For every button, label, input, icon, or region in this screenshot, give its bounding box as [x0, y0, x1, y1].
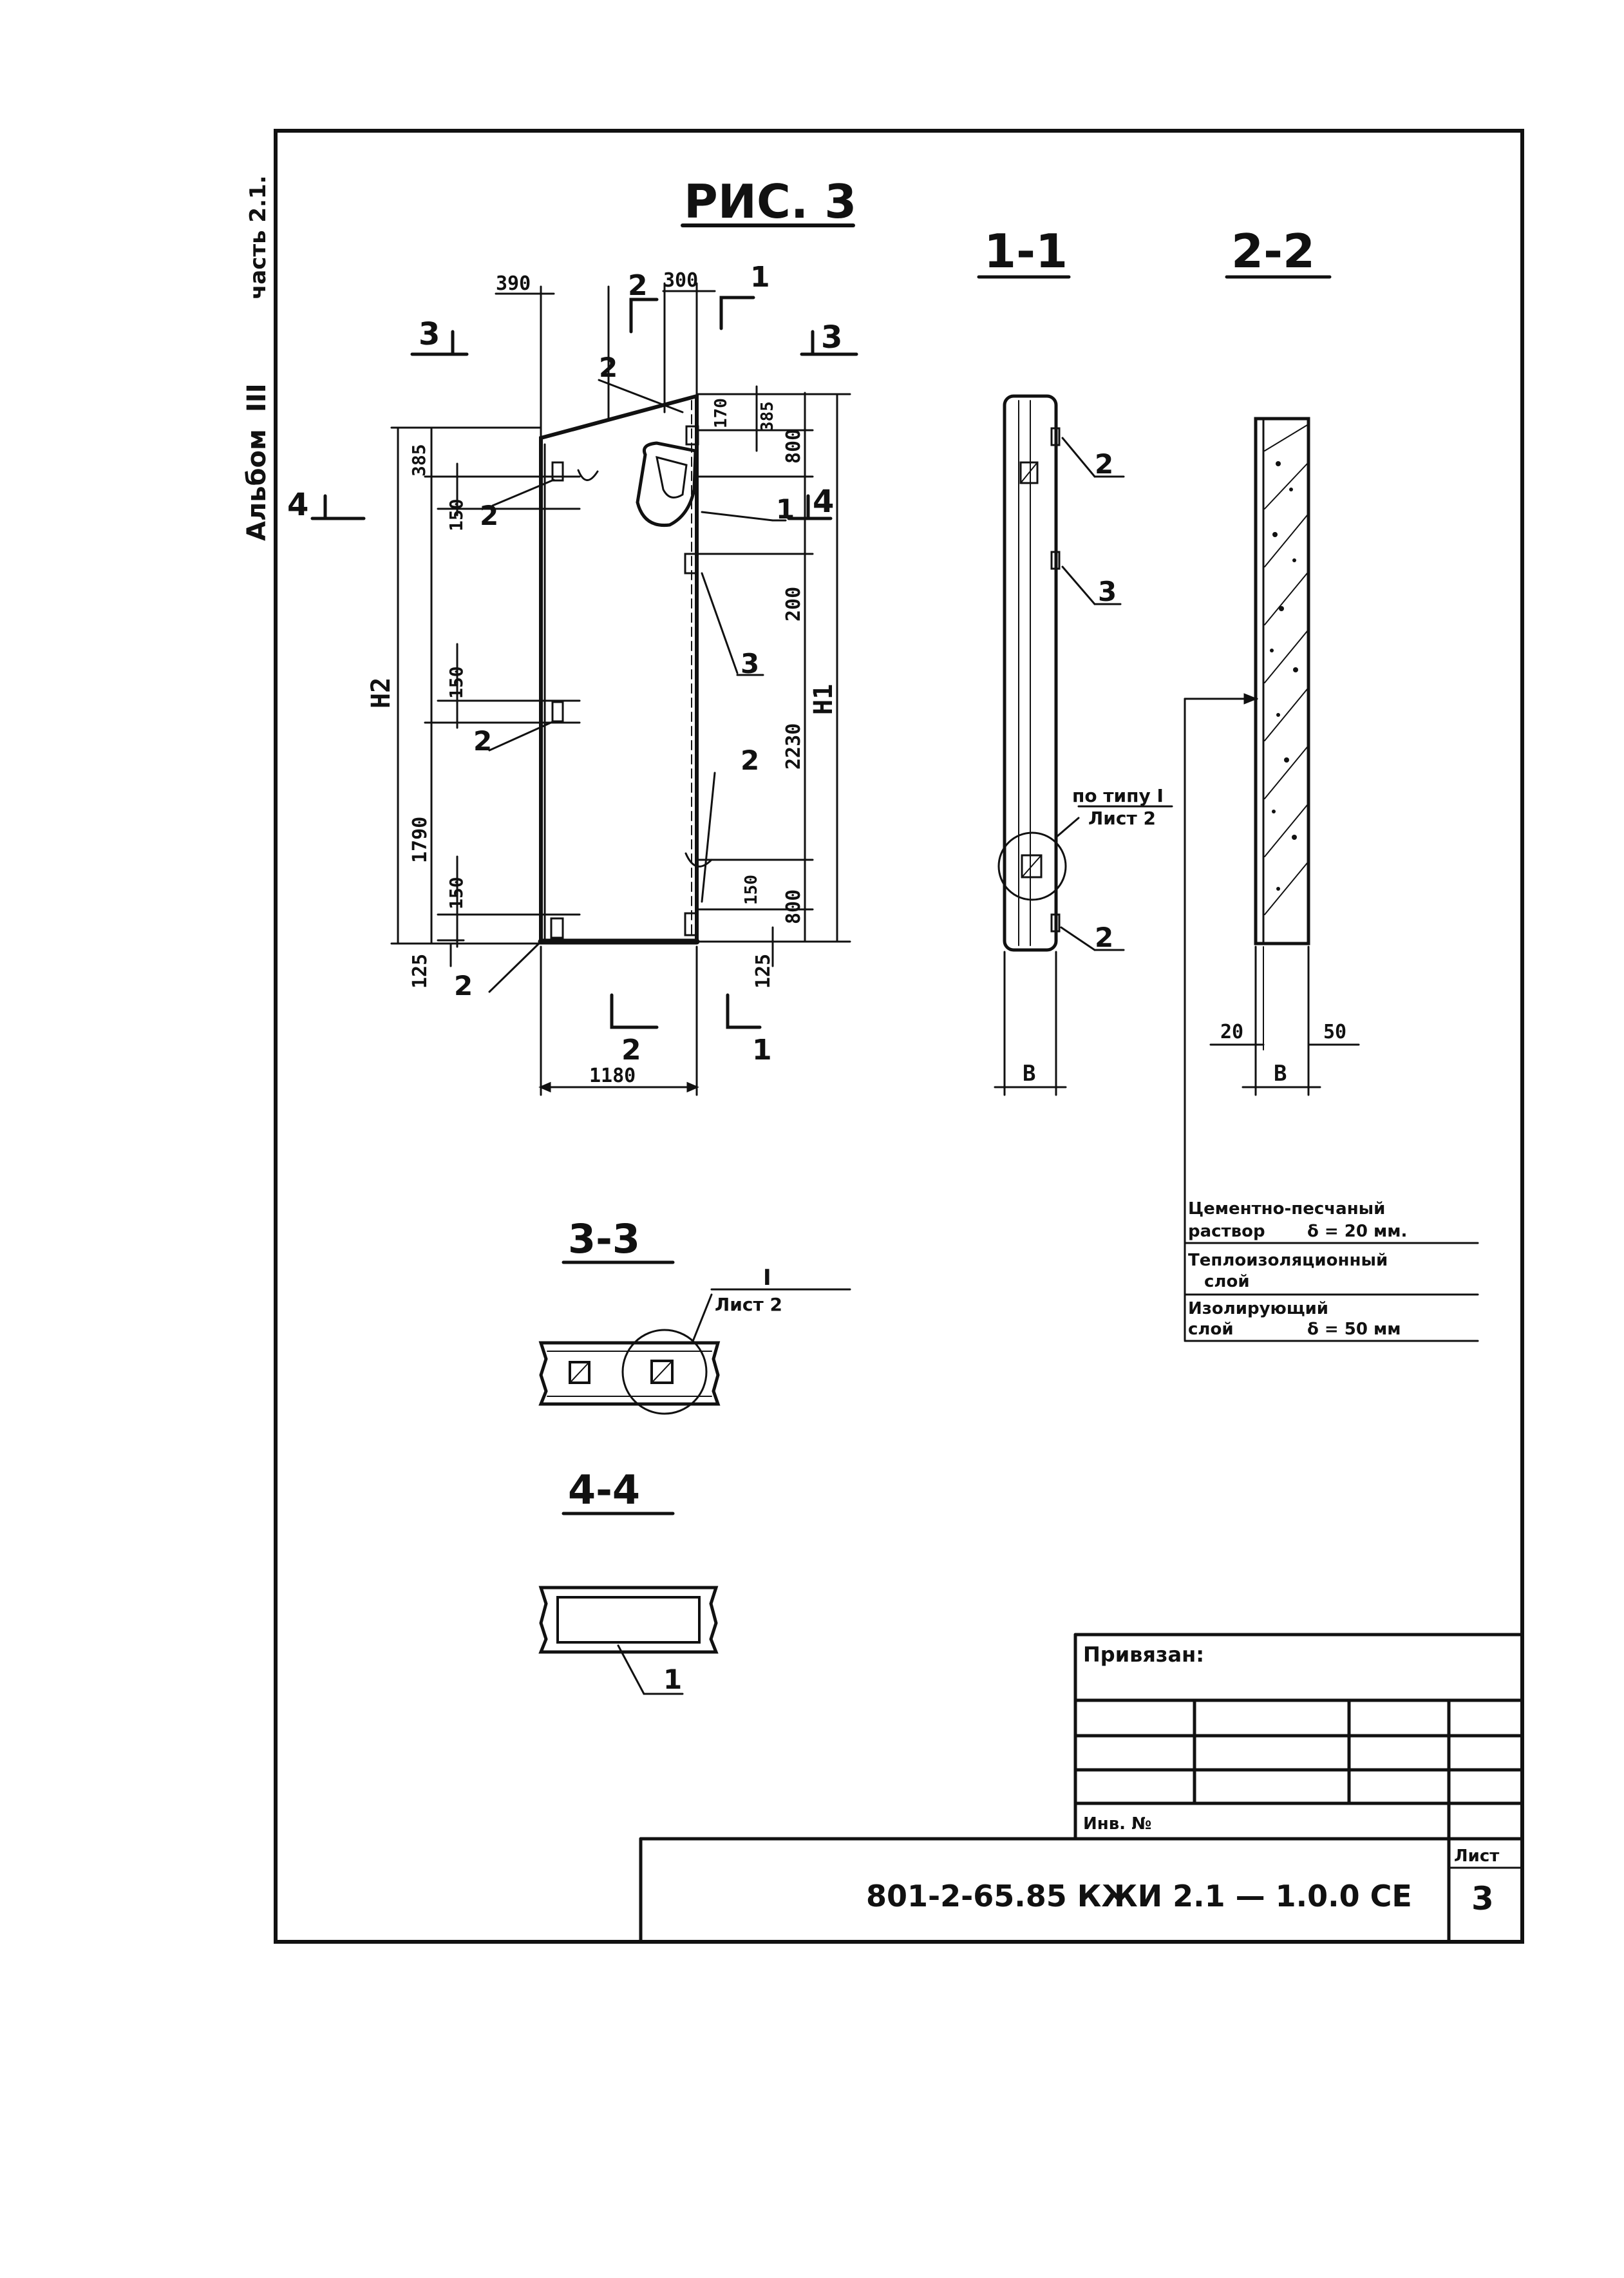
dim-1790: 1790: [409, 817, 431, 863]
dim-385-left: 385: [408, 444, 430, 477]
dim-h2: H2: [366, 678, 396, 708]
legend-row1-c: δ = 20 мм.: [1307, 1222, 1407, 1241]
legend-row3-a: Изолирующий: [1188, 1299, 1328, 1318]
legend-row1-b: раствор: [1188, 1222, 1265, 1241]
figure-title: РИС. 3: [684, 175, 856, 229]
node-I-label: I: [763, 1265, 771, 1291]
section-1-1: [977, 275, 1173, 1096]
bottom-dimension: [538, 945, 699, 1096]
part-label: часть 2.1.: [245, 175, 271, 299]
dim-b-section-1-1: B: [1023, 1061, 1035, 1087]
dim-390: 390: [496, 272, 531, 295]
dim-1180: 1180: [589, 1065, 636, 1087]
panel-elevation: [538, 394, 713, 945]
top-dimensions: [495, 282, 716, 439]
dim-b-section-2-2: B: [1274, 1061, 1287, 1087]
dim-385-right: 385: [758, 401, 777, 432]
callout-leaders: [488, 379, 787, 993]
section-label-1-1: 1-1: [984, 224, 1068, 278]
callout-2-top: 2: [599, 352, 618, 383]
section-3-3: [538, 1260, 851, 1415]
right-dimension-chain: [695, 385, 851, 967]
section-4-4: [538, 1512, 719, 1695]
callout-2-left-3: 2: [454, 970, 473, 1001]
legend-row2-a: Теплоизоляционный: [1188, 1251, 1388, 1270]
cut-mark-4-right: 4: [813, 484, 834, 520]
legend-row3-b: слой: [1188, 1320, 1234, 1339]
stamp-sheet-label: Лист: [1454, 1846, 1499, 1866]
section-label-3-3: 3-3: [568, 1215, 640, 1262]
callout-1-sec44: 1: [663, 1664, 682, 1695]
stamp-code: 801-2-65.85 КЖИ 2.1 — 1.0.0 СЕ: [866, 1879, 1412, 1913]
stamp-sheet-num: 3: [1471, 1880, 1494, 1917]
node-sheet-label-2: Лист 2: [715, 1294, 782, 1315]
dim-800-right-bottom: 800: [782, 889, 805, 924]
left-dimension-chain: [390, 426, 581, 967]
cut-mark-1-bottom: 1: [752, 1034, 772, 1067]
callout-1-main: 1: [776, 493, 795, 525]
legend-row1-a: Цементно-песчаный: [1188, 1199, 1385, 1219]
section-label-2-2: 2-2: [1231, 224, 1315, 278]
dim-150-right: 150: [742, 875, 761, 905]
dim-150-left-1: 150: [446, 498, 467, 531]
callout-2-right: 2: [741, 745, 759, 776]
dim-170-right: 170: [712, 398, 731, 428]
callout-2-left-2: 2: [473, 725, 492, 757]
callout-2-sec11-bottom: 2: [1095, 922, 1113, 953]
cut-mark-2-bottom: 2: [621, 1034, 641, 1067]
callout-2-left-1: 2: [480, 500, 498, 531]
callout-3-main: 3: [741, 648, 759, 679]
cut-mark-2-top: 2: [628, 269, 648, 302]
dim-20: 20: [1220, 1021, 1243, 1043]
legend-table: [1184, 1242, 1479, 1342]
section-label-4-4: 4-4: [568, 1466, 640, 1514]
sheet-frame: [274, 129, 1524, 1944]
dim-150-left-3: 150: [446, 877, 467, 909]
dim-300: 300: [663, 269, 698, 292]
cut-mark-4-left: 4: [287, 487, 308, 523]
dim-200-right: 200: [782, 587, 805, 622]
callout-3-sec11: 3: [1098, 576, 1117, 607]
stamp-bound: Привязан:: [1083, 1642, 1204, 1667]
dim-50: 50: [1323, 1021, 1346, 1043]
cut-mark-1-top: 1: [750, 261, 770, 294]
section-2-2: [1184, 275, 1360, 1341]
legend-row3-c: δ = 50 мм: [1307, 1320, 1401, 1339]
album-label: Альбом: [242, 429, 272, 541]
legend-row2-b: слой: [1204, 1272, 1250, 1291]
cut-marks: [310, 296, 858, 1029]
node-type-label: по типу I: [1072, 785, 1164, 806]
node-sheet-label: Лист 2: [1088, 808, 1156, 829]
callout-2-sec11-top: 2: [1095, 448, 1113, 480]
dim-h1: H1: [809, 684, 838, 715]
stamp-inv: Инв. №: [1083, 1814, 1151, 1834]
dim-150-left-2: 150: [446, 666, 467, 699]
dim-125-left: 125: [409, 954, 431, 989]
cut-mark-3-right: 3: [821, 319, 842, 356]
cut-mark-3-left: 3: [419, 316, 440, 352]
dim-2230: 2230: [782, 723, 805, 770]
dim-125-right: 125: [752, 954, 775, 989]
title-block: [639, 1633, 1524, 1944]
dim-800-right-top: 800: [782, 429, 805, 464]
album-number: III: [242, 383, 272, 412]
